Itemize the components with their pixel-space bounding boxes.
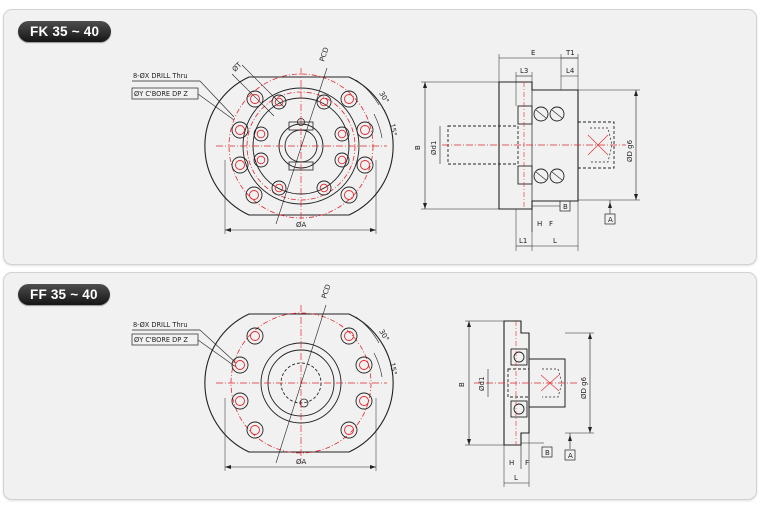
ff-callout-line2: ØY C'BORE DP Z: [134, 336, 188, 344]
fk-section-panel: FK 35 ~ 40 8-ØX DRILL Thru ØY C'BORE DP …: [3, 9, 757, 265]
ff-datum-b-label: B: [545, 449, 550, 457]
fk-inner-bolt-holes: [253, 94, 350, 196]
ff-drawing: 8-ØX DRILL Thru ØY C'BORE DP Z: [131, 283, 594, 487]
fk-l4-label: L4: [566, 67, 575, 75]
fk-drawing: 8-ØX DRILL Thru ØY C'BORE DP Z: [131, 46, 640, 251]
fk-front-view: [204, 64, 394, 234]
ff-side-view: [465, 320, 594, 487]
fk-datum-a-box: [604, 213, 616, 225]
fk-datum-b-box: [559, 200, 571, 212]
fk-l-label: L: [553, 237, 557, 245]
fk-angle-15-label: 15°: [388, 123, 398, 137]
fk-b-label: B: [414, 145, 422, 150]
fk-section-title: FK 35 ~ 40: [18, 21, 112, 42]
ff-datum-b-box: [541, 446, 553, 458]
ff-b-label: B: [458, 382, 466, 387]
fk-outer-bolt-holes: [231, 90, 374, 204]
ff-drill-callout: 8-ØX DRILL Thru ØY C'BORE DP Z: [131, 321, 237, 368]
fk-e-label: E: [531, 49, 535, 57]
ff-angle-15-label: 15°: [388, 362, 398, 376]
fk-h-label: H: [537, 220, 542, 228]
ff-callout-line1: 8-ØX DRILL Thru: [133, 321, 188, 329]
ff-datum-a-label: A: [568, 452, 573, 460]
fk-drill-callout: 8-ØX DRILL Thru ØY C'BORE DP Z: [131, 72, 235, 121]
ff-bolt-holes: [231, 327, 373, 439]
fk-l1-label: L1: [519, 237, 527, 245]
fk-callout-line2: ØY C'BORE DP Z: [134, 90, 188, 98]
fk-pcd-label: PCD: [318, 46, 330, 62]
ff-front-view: [204, 304, 394, 471]
ff-section-title: FF 35 ~ 40: [18, 284, 110, 305]
fk-l3-label: L3: [520, 67, 528, 75]
fk-datum-a-label: A: [608, 216, 613, 224]
ff-h-label: H: [509, 459, 514, 467]
fk-phi-t-label: ØT: [231, 60, 244, 73]
ff-section-panel: FF 35 ~ 40 8-ØX DRILL Thru ØY C'BORE DP …: [3, 272, 757, 500]
fk-phi-d1-label: Ød1: [430, 141, 438, 155]
fk-side-view-labels: E T1 L3 L4 B Ød1 ØD g6 H F B A L1 L: [414, 49, 634, 245]
fk-callout-line1: 8-ØX DRILL Thru: [133, 72, 188, 80]
ff-datum-a-box: [564, 449, 576, 461]
ff-front-view-labels: PCD ØA 30° 15°: [296, 283, 398, 466]
ff-l-label: L: [514, 474, 518, 482]
fk-datum-b-label: B: [563, 203, 568, 211]
ff-side-view-labels: B Ød1 ØD g6 H F B A L: [458, 376, 588, 482]
fk-phi-a-label: ØA: [296, 221, 307, 229]
ff-phi-d1-label: Ød1: [478, 377, 486, 391]
ff-pcd-label: PCD: [320, 283, 332, 299]
ff-phi-d-label: ØD g6: [580, 376, 588, 399]
fk-t1-label: T1: [565, 49, 575, 57]
fk-side-view: [421, 54, 640, 251]
fk-f-label: F: [549, 220, 553, 228]
ff-phi-a-label: ØA: [296, 458, 307, 466]
fk-phi-d-label: ØD g6: [626, 139, 634, 162]
ff-angle-30-label: 30°: [377, 328, 390, 343]
ff-f-label: F: [525, 459, 529, 467]
